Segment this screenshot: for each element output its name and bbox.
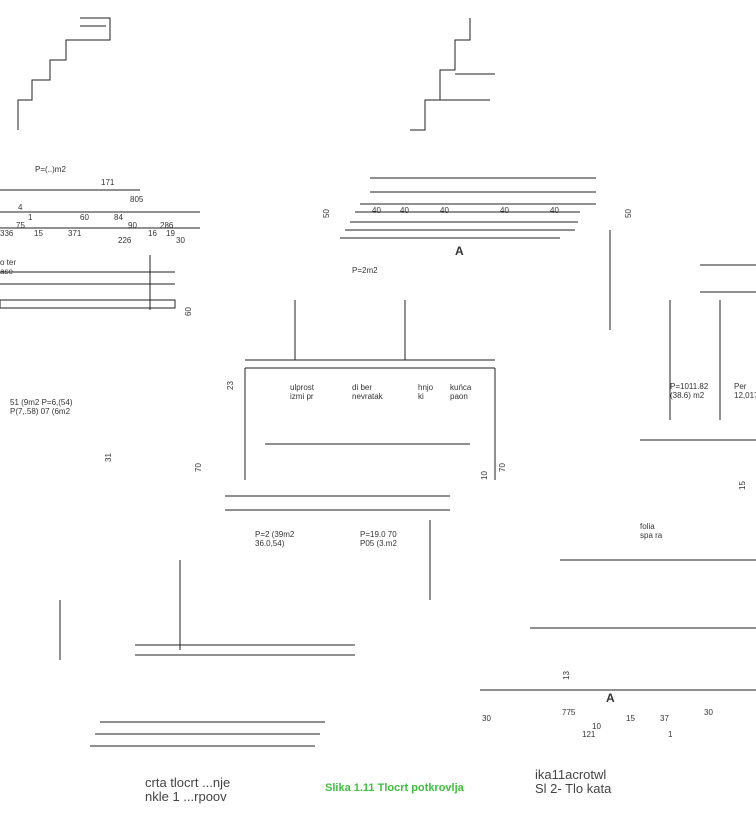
area-right-1: P=1011.82 (38.6) m2 [670,382,709,400]
dim: 775 [562,708,576,717]
caption-right: ika11acrotwl Sl 2- Tlo kata [535,767,612,796]
dim: 40 [440,206,449,215]
dim: 286 [160,221,174,230]
room-label: hnjo ki [418,383,434,401]
dim: 16 [148,229,157,238]
dim: 90 [128,221,137,230]
dim: 40 [372,206,381,215]
dim: 30 [176,236,185,245]
dim: 30 [704,708,713,717]
dim: 15 [738,481,747,490]
dim: 70 [498,463,507,472]
dim: 1 [28,213,33,222]
dim: 226 [118,236,132,245]
dim: 60 [80,213,89,222]
area-right-2: Per 12,017 [734,382,756,400]
room-label: di ber nevratak [352,383,383,401]
room-label: kuńca paon [450,383,472,401]
dim: 4 [18,203,23,212]
dim: 40 [500,206,509,215]
dim: 60 [184,307,193,316]
dim: 15 [34,229,43,238]
dim: 336 [0,229,14,238]
dim: 40 [400,206,409,215]
dim: 121 [582,730,596,739]
dim: 50 [624,209,633,218]
dim: 23 [226,381,235,390]
room-label: folia spa ra [640,522,663,540]
dim: 30 [482,714,491,723]
section-marker-bottom: A [606,691,615,705]
dim: 805 [130,195,144,204]
caption-green: Slika 1.11 Tlocrt potkrovlja [325,782,464,794]
dim: 171 [101,178,115,187]
dim: 50 [322,209,331,218]
dim: 37 [660,714,669,723]
area-top-mid: P=2m2 [352,266,378,275]
section-marker-top: A [455,244,464,258]
dim: 10 [480,471,489,480]
area-center-2: P=19.0 70 P05 (3.m2 [360,530,397,548]
dim: 13 [562,671,571,680]
dim: 10 [592,722,601,731]
area-top-left: P=(..)m2 [35,165,66,174]
dim: 40 [550,206,559,215]
area-left-1: 51 (9m2 P=6,(54) P(7,.58) 07 (6m2 [10,398,73,416]
stair-left [17,17,111,130]
dim: 371 [68,229,82,238]
area-left-2: o ter ase [0,258,17,276]
dim: 1 [668,730,673,739]
dim: 84 [114,213,123,222]
dim: 15 [626,714,635,723]
area-center-1: P=2 (39m2 36.0,54) [255,530,295,548]
dim: 31 [104,453,113,462]
dim: 70 [194,463,203,472]
dim: 75 [16,221,25,230]
room-label: ulprost izmi pr [290,383,315,401]
dim: 19 [166,229,175,238]
stair-mid [410,18,471,131]
caption-left: crta tlocrt ...nje nkle 1 ...rpoov [145,775,231,804]
